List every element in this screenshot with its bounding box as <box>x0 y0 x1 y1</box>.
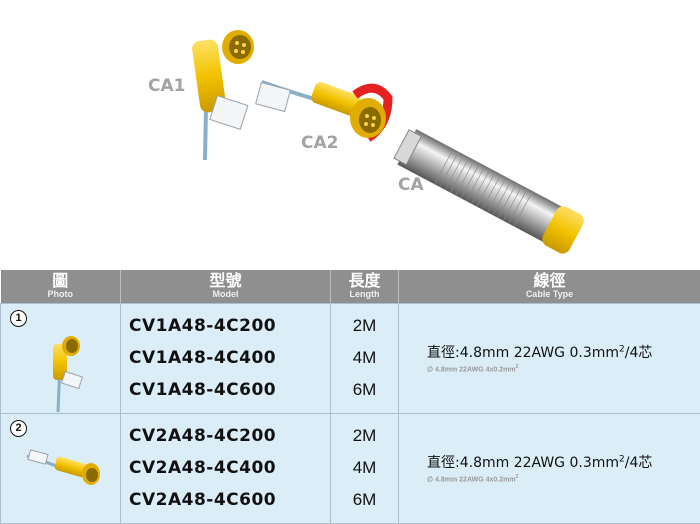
model-code: CV1A48-4C400 <box>129 342 330 374</box>
ca1-connector <box>191 30 254 160</box>
length-value: 6M <box>331 484 398 516</box>
table-row: 1 CV1A48-4C200 CV1A48-4C400 CV1A48-4C600… <box>1 303 700 413</box>
length-value: 4M <box>331 452 398 484</box>
row-1-photo: 1 <box>1 303 121 413</box>
product-illustration <box>0 0 700 268</box>
model-code: CV1A48-4C200 <box>129 310 330 342</box>
callout-ca2: CA2 <box>301 133 338 153</box>
callout-ca: CA <box>398 175 424 195</box>
length-value: 6M <box>331 374 398 406</box>
row-2-models: CV2A48-4C200 CV2A48-4C400 CV2A48-4C600 <box>121 413 331 523</box>
row-2-cable: 直徑:4.8mm 22AWG 0.3mm2/4芯 ∅ 4.8mm 22AWG 4… <box>399 413 700 523</box>
length-value: 2M <box>331 420 398 452</box>
row-1-models: CV1A48-4C200 CV1A48-4C400 CV1A48-4C600 <box>121 303 331 413</box>
row-2-lengths: 2M 4M 6M <box>331 413 399 523</box>
length-value: 2M <box>331 310 398 342</box>
ca2-connector <box>256 80 388 138</box>
row-1-lengths: 2M 4M 6M <box>331 303 399 413</box>
cable-spec-en: ∅ 4.8mm 22AWG 4x0.2mm2 <box>427 364 700 373</box>
model-code: CV2A48-4C200 <box>129 420 330 452</box>
cable-spec-en: ∅ 4.8mm 22AWG 4x0.2mm2 <box>427 474 700 483</box>
callout-ca1: CA1 <box>148 76 185 96</box>
row-number-badge: 2 <box>10 420 27 437</box>
row-1-cable: 直徑:4.8mm 22AWG 0.3mm2/4芯 ∅ 4.8mm 22AWG 4… <box>399 303 700 413</box>
cable-spec: 直徑:4.8mm 22AWG 0.3mm2/4芯 <box>427 342 700 362</box>
model-code: CV2A48-4C400 <box>129 452 330 484</box>
model-code: CV1A48-4C600 <box>129 374 330 406</box>
row-number-badge: 1 <box>10 310 27 327</box>
length-value: 4M <box>331 342 398 374</box>
row-2-photo: 2 <box>1 413 121 523</box>
cable-spec: 直徑:4.8mm 22AWG 0.3mm2/4芯 <box>427 452 700 472</box>
table-row: 2 CV2A48-4C200 CV2A48-4C400 CV2A48-4C600… <box>1 413 700 523</box>
model-code: CV2A48-4C600 <box>129 484 330 516</box>
product-figure: CA1 CA2 CA <box>0 0 700 268</box>
